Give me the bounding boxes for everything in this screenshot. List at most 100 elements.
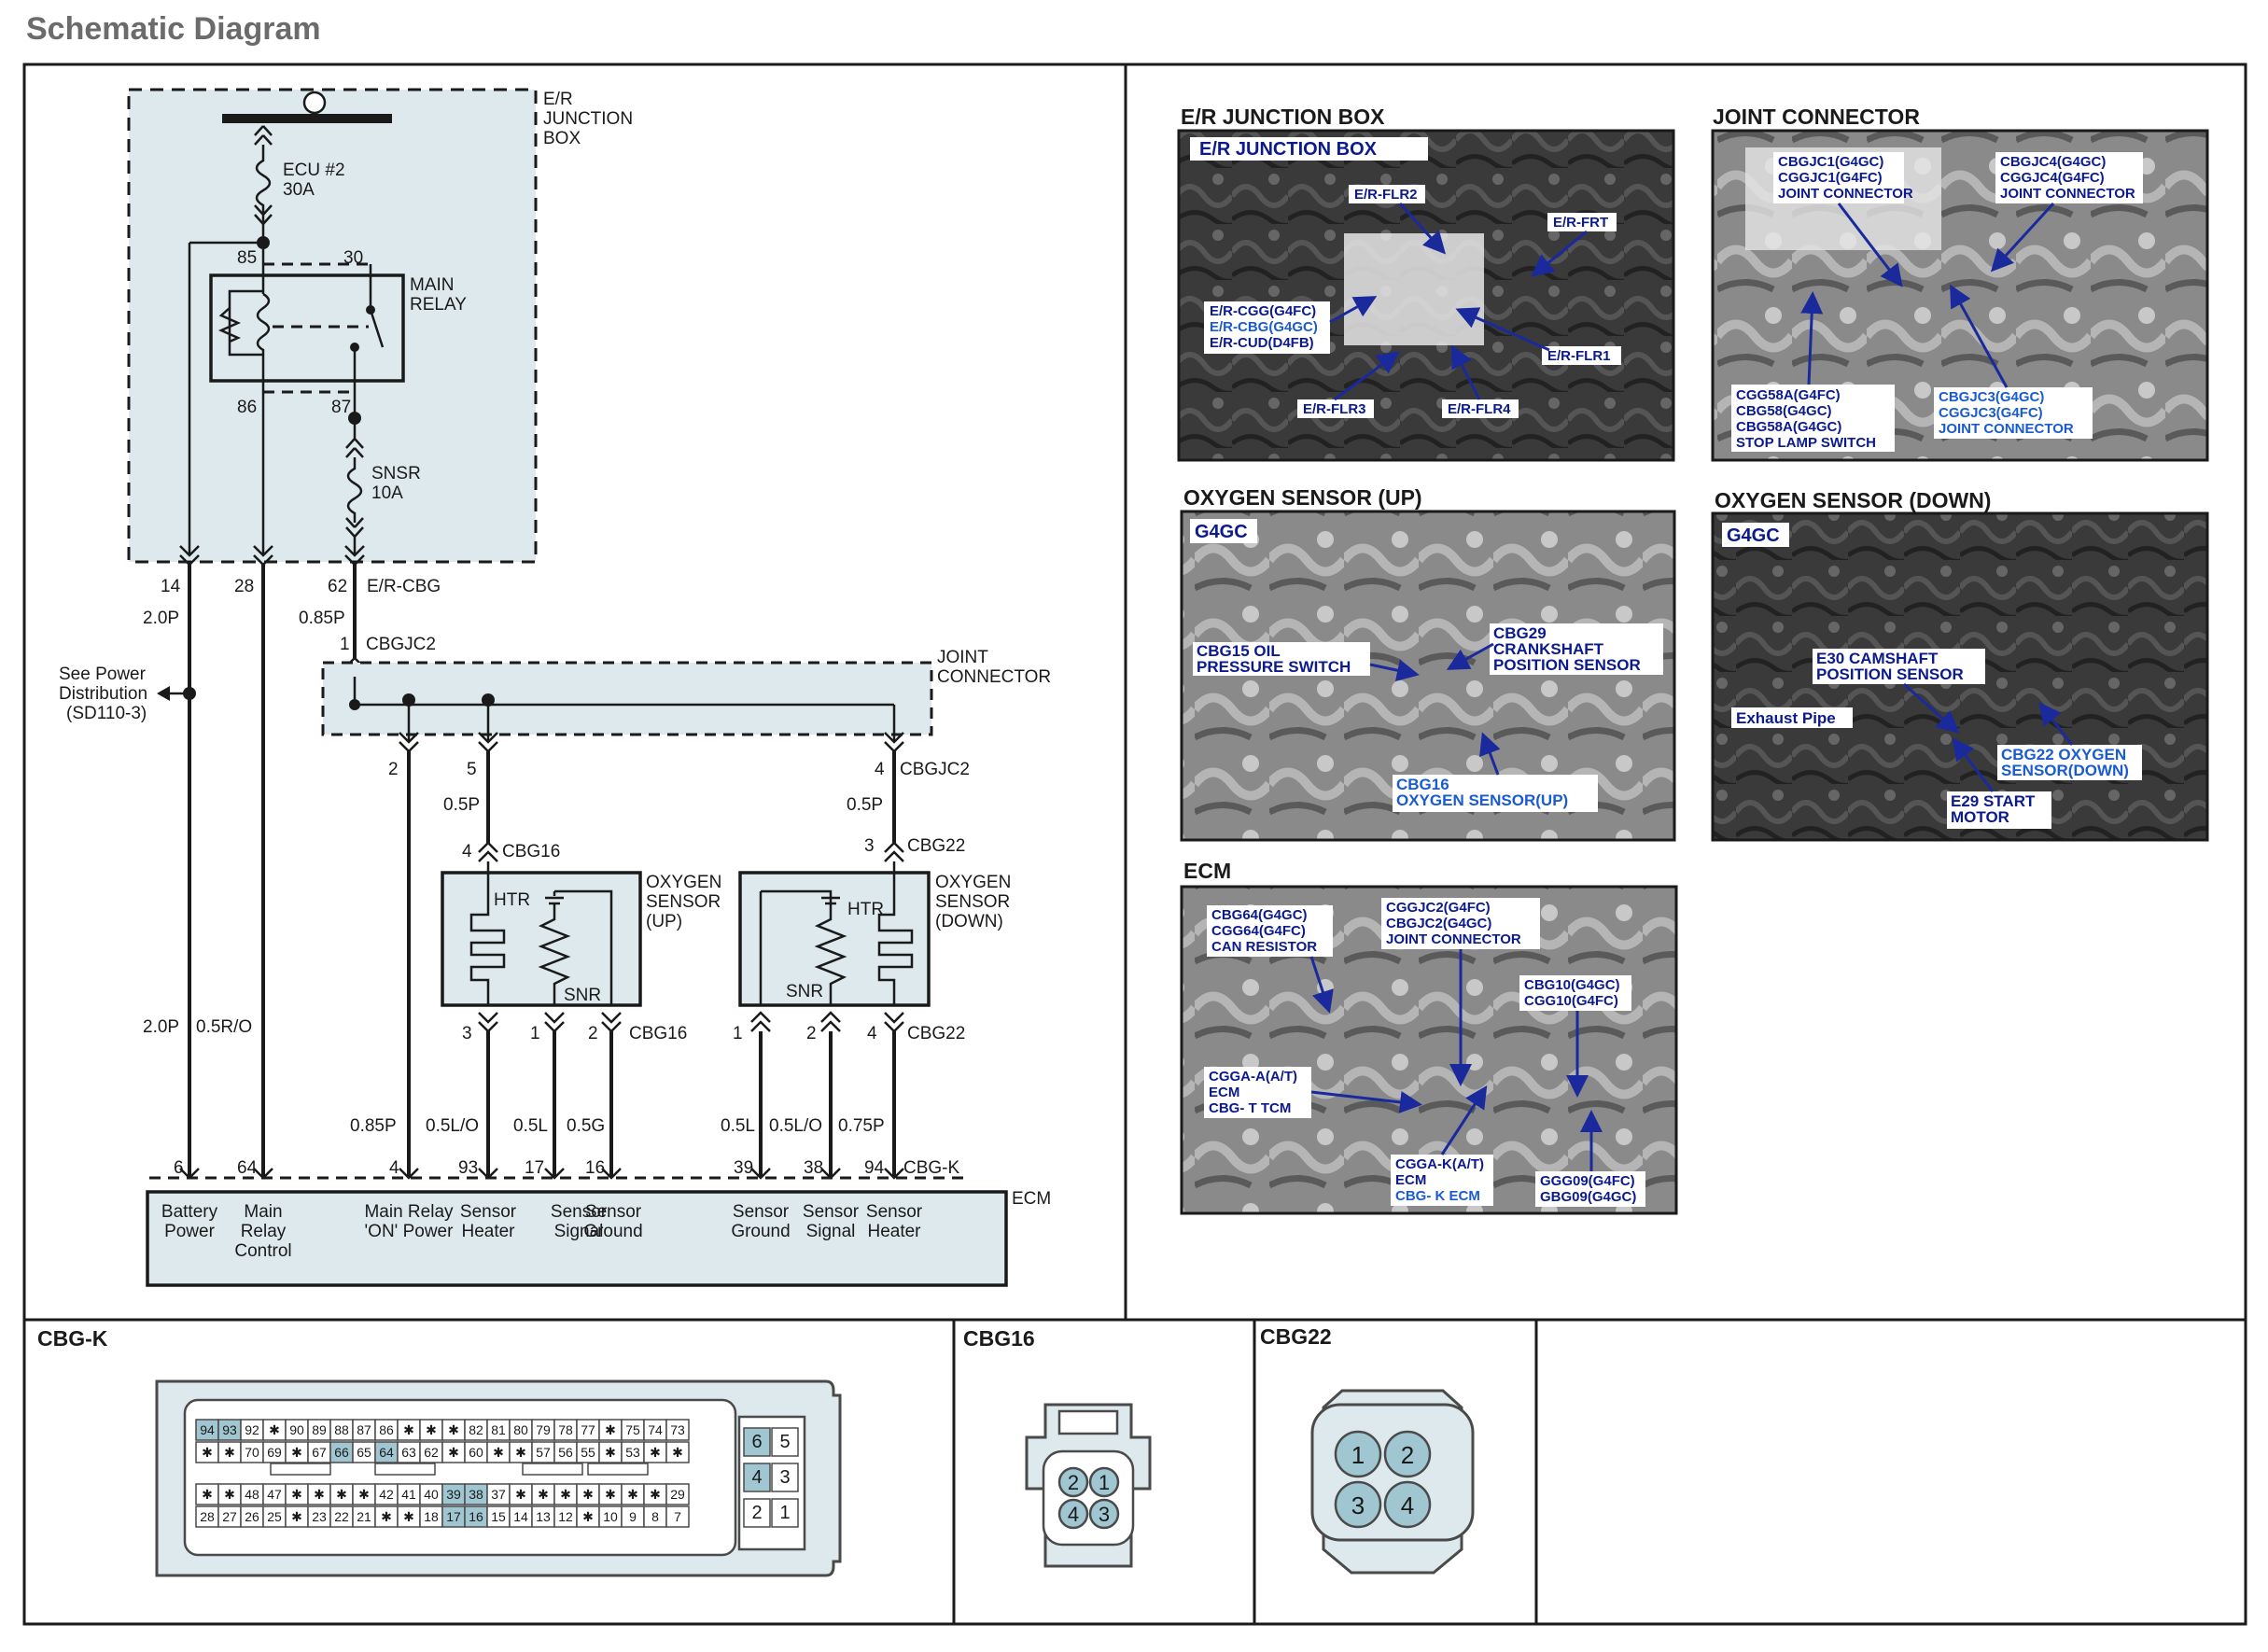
cbgk-side-pin-label: 2 [751, 1503, 762, 1523]
cbgk-pin-label: ✱ [515, 1445, 526, 1460]
cbgk-pin-label: ✱ [582, 1509, 594, 1524]
cbg16-pin [1088, 1498, 1120, 1530]
cbgk-key-tab [374, 1463, 436, 1476]
wire-2.0P-top: 2.0P [143, 609, 179, 628]
cbg16-pin-label: 2 [1068, 1471, 1079, 1494]
wire-ecm-39: 0.5L [721, 1116, 755, 1136]
cbgk-pin-label: 87 [357, 1422, 371, 1437]
cbgk-side-pin-cell [743, 1427, 771, 1457]
o2down-callout-3a: CBG22 OXYGEN [2001, 746, 2126, 763]
wire-0.5R/O: 0.5R/O [196, 1017, 252, 1037]
joint-callout-2c: JOINT CONNECTOR [2000, 186, 2135, 202]
joint-conn-name-bottom: CBGJC2 [900, 760, 970, 779]
o2up-callout-3a: CBG16 [1396, 776, 1449, 793]
ecm-function-label: Sensor [460, 1202, 517, 1222]
o2down-callout-3b: SENSOR(DOWN) [2001, 762, 2129, 779]
fuse-ecu2-label: ECU #2 [283, 161, 345, 180]
cbgk-pin-label: 94 [200, 1422, 215, 1437]
cbgk-side-pin-label: 3 [779, 1467, 790, 1488]
ecm-pin-94: 94 [864, 1158, 885, 1178]
cbgk-pin-label: 38 [469, 1487, 483, 1502]
cbgk-pin-label: 82 [469, 1422, 483, 1437]
ecm-function-label: Main [244, 1202, 282, 1222]
o2down-bottom-conn: CBG22 [907, 1024, 965, 1043]
wire-ecm-93: 0.5L/O [426, 1116, 479, 1136]
o2up-pin-2: 2 [588, 1024, 598, 1043]
power-distribution-1: See Power [59, 665, 147, 684]
cbgk-pin-label: 41 [401, 1487, 416, 1502]
joint-callout-4c: JOINT CONNECTOR [1939, 421, 2074, 437]
cbgk-pin-label: 16 [469, 1509, 483, 1524]
wire-2.0P-lower: 2.0P [143, 1017, 179, 1037]
o2up-label-3: (UP) [646, 912, 682, 931]
ecm-pin-17: 17 [525, 1158, 544, 1178]
cbgk-pin-label: 66 [334, 1445, 349, 1460]
ecm-pin-4: 4 [389, 1158, 399, 1178]
joint-callout-3a: CGG58A(G4FC) [1736, 387, 1841, 403]
cbgk-pin-label: 8 [651, 1509, 659, 1524]
jb-callout-cbg: E/R-CBG(G4GC) [1210, 319, 1318, 335]
cbgjc2-top-name: CBGJC2 [366, 635, 436, 654]
cbgk-pin-label: 42 [379, 1487, 394, 1502]
jb-pin-28: 28 [234, 577, 254, 596]
ecm-function-label: Sensor [585, 1202, 642, 1222]
cbgk-pin-label: 81 [491, 1422, 506, 1437]
ecm-pin-39: 39 [734, 1158, 753, 1178]
cbgk-pin-label: 22 [334, 1509, 349, 1524]
cbgk-pin-label: ✱ [650, 1445, 661, 1460]
cbgk-pin-label: 57 [536, 1445, 551, 1460]
ecm-pin-64: 64 [237, 1158, 258, 1178]
relay-label-1: MAIN [410, 275, 455, 295]
ecm-callout-5c: CBG- K ECM [1395, 1188, 1480, 1204]
junction-box-label-2: JUNCTION [543, 109, 633, 129]
jb-callout-flr3: E/R-FLR3 [1303, 401, 1366, 417]
ecm-callout-3a: CBG10(G4GC) [1524, 977, 1620, 993]
cbgk-pin-label: 28 [200, 1509, 215, 1524]
o2up-sensor-element [538, 903, 571, 1005]
junction-box-label-3: BOX [543, 129, 581, 148]
cbgk-pin-label: 53 [625, 1445, 640, 1460]
cbgk-pin-label: 79 [536, 1422, 551, 1437]
power-terminal [302, 91, 327, 115]
o2down-label-1: OXYGEN [935, 873, 1011, 892]
joint-connector-area [321, 661, 933, 736]
o2down-callout-exhaust: Exhaust Pipe [1736, 709, 1836, 727]
cbgk-pin-label: 67 [312, 1445, 327, 1460]
cbgk-side-pin-cell [771, 1463, 799, 1492]
cbg16-title: CBG16 [963, 1326, 1035, 1351]
o2down-pin-2: 2 [806, 1024, 817, 1043]
cbgk-pin-label: ✱ [426, 1422, 437, 1437]
cbgk-pin-label: ✱ [493, 1445, 504, 1460]
joint-callout-3d: STOP LAMP SWITCH [1736, 435, 1876, 451]
cbgk-pin-label: 48 [245, 1487, 259, 1502]
cbgk-pin-label: 10 [603, 1509, 618, 1524]
o2down-pin-4: 4 [867, 1024, 877, 1043]
jb-connector-name: E/R-CBG [367, 577, 441, 596]
jb-callout-flr1: E/R-FLR1 [1547, 348, 1611, 364]
photo-heading-joint-connector: JOINT CONNECTOR [1713, 105, 1920, 129]
cbgk-pin-label: 14 [513, 1509, 528, 1524]
wire-ecm-17: 0.5L [513, 1116, 548, 1136]
cbgk-pin-label: 9 [629, 1509, 637, 1524]
power-distribution-2: Distribution [59, 684, 147, 704]
ecm-function-label: Sensor [803, 1202, 860, 1222]
joint-callout-2b: CGGJC4(G4FC) [2000, 170, 2105, 186]
ecm-function-label: Signal [806, 1222, 856, 1241]
cbgk-pin-label: 80 [513, 1422, 528, 1437]
ecm-function-label: Sensor [733, 1202, 790, 1222]
cbgk-pin-label: ✱ [627, 1487, 638, 1502]
cbgk-pin-label: 18 [424, 1509, 439, 1524]
o2down-htr: HTR [847, 900, 884, 919]
ecm-box [146, 1190, 1008, 1287]
joint-callout-3b: CBG58(G4GC) [1736, 403, 1832, 419]
ecm-callout-4a: CGGA-A(A/T) [1209, 1069, 1297, 1085]
ecm-function-label: Control [234, 1241, 291, 1261]
o2down-callout-4a: E29 START [1951, 792, 2036, 810]
cbgk-pin-label: 69 [267, 1445, 282, 1460]
cbgk-pin-label: ✱ [672, 1445, 683, 1460]
o2up-label-2: SENSOR [646, 892, 721, 912]
cbgk-pin-label: 77 [581, 1422, 595, 1437]
